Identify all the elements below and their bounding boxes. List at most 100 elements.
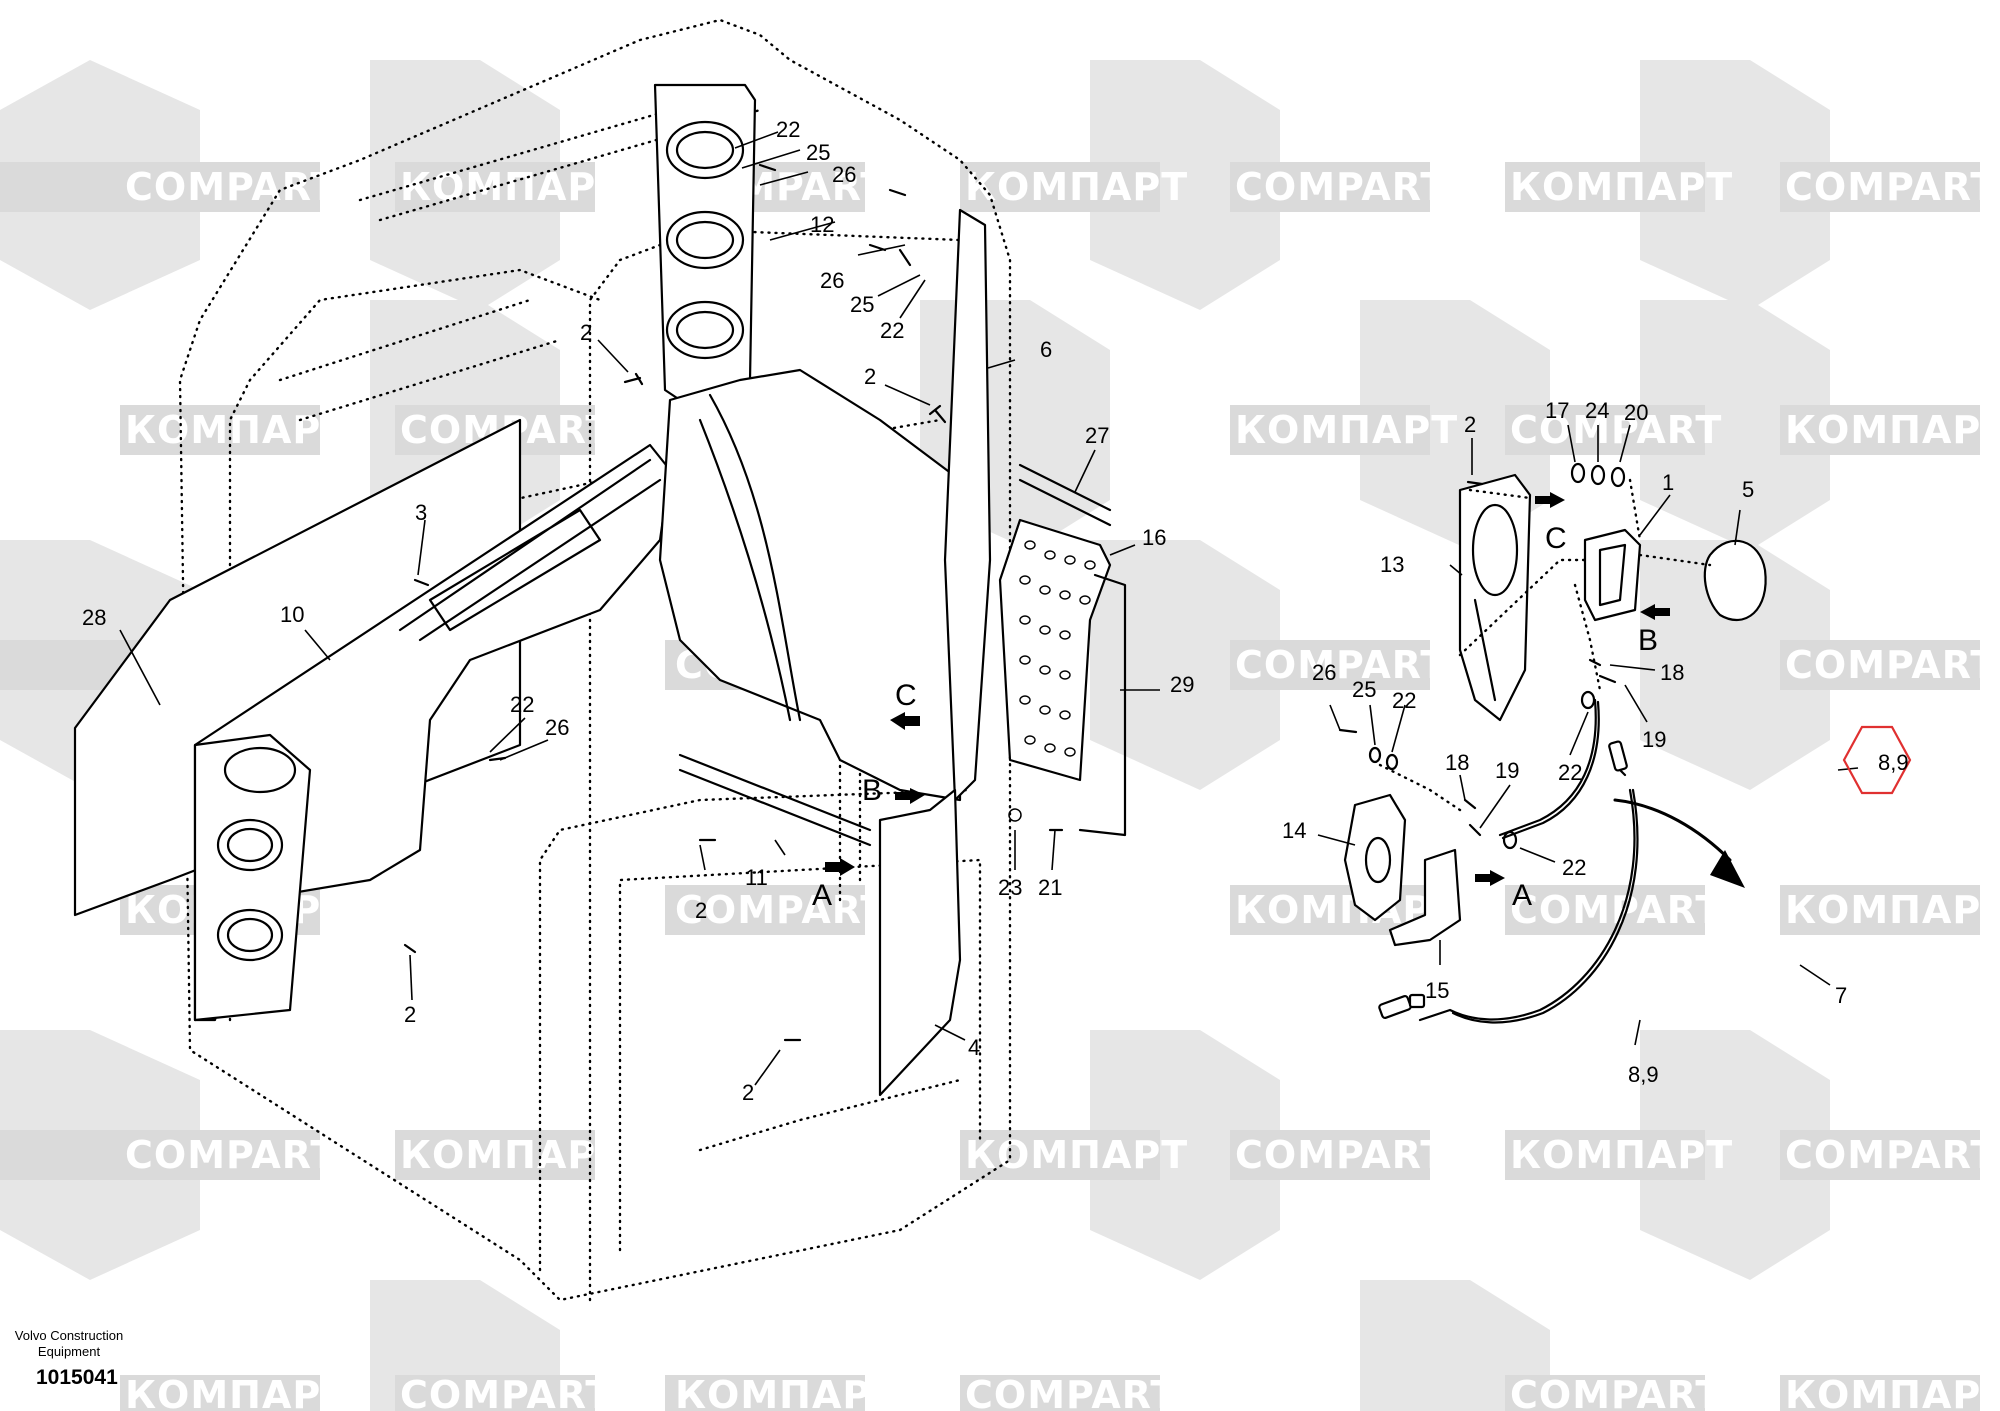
callout-6[interactable]: 6 [1040,337,1052,362]
callout-28[interactable]: 28 [82,605,106,630]
arrow-c-left-icon [890,712,920,730]
callout-25[interactable]: 25 [850,292,874,317]
callout-2[interactable]: 2 [1464,412,1476,437]
callout-21[interactable]: 21 [1038,875,1062,900]
watermark-word: КОМПАРТ [1785,408,2000,452]
callout-11[interactable]: 11 [745,865,768,890]
callout-2[interactable]: 2 [404,1002,416,1027]
watermark-word: КОМПАРТ [965,165,1188,209]
callout-25[interactable]: 25 [806,140,830,165]
callout-26[interactable]: 26 [1312,660,1336,685]
vent-ring [665,300,745,360]
watermark-word: КОМПАРТ [1785,888,2000,932]
callout-4[interactable]: 4 [968,1035,980,1060]
company-name-line1: Volvo Construction [14,1328,124,1343]
watermark-word: COMPART [675,888,887,932]
callout-2[interactable]: 2 [695,898,707,923]
callout-19[interactable]: 19 [1495,758,1519,783]
watermark-word: КОМПАРТ [965,1133,1188,1177]
watermark-word: COMPART [1785,643,1997,687]
callout-14[interactable]: 14 [1282,818,1306,843]
view-letter-a: A [1512,879,1532,912]
callout-26[interactable]: 26 [820,268,844,293]
callout-2[interactable]: 2 [580,320,592,345]
view-letter-c: C [895,679,917,712]
callout-13[interactable]: 13 [1380,552,1404,577]
callout-2[interactable]: 2 [864,364,876,389]
lower-panel-4 [878,788,962,1097]
callout-5[interactable]: 5 [1742,477,1754,502]
view-letter-c: C [1545,522,1567,555]
lock-body-1 [1583,528,1642,622]
callout-12[interactable]: 12 [810,212,834,237]
vent-ring [665,210,745,270]
callout-8-9-highlighted[interactable]: 8,9 [1878,750,1909,775]
callout-24[interactable]: 24 [1585,398,1609,423]
watermark-word: КОМПАРТ [1510,165,1733,209]
callout-8-9[interactable]: 8,9 [1628,1062,1659,1087]
callout-26[interactable]: 26 [545,715,569,740]
cable-end-bottom [1378,995,1412,1019]
vent-ring [665,120,745,180]
drawing-number: 1015041 [36,1366,118,1389]
strip-27 [1018,463,1112,527]
perforated-panel-16 [998,518,1112,782]
knob-5 [1703,539,1767,621]
callout-20[interactable]: 20 [1624,400,1648,425]
arrow-a-left-icon [825,858,855,876]
callout-18[interactable]: 18 [1445,750,1469,775]
watermark-word: COMPART [1510,888,1722,932]
watermark-word: КОМПАРТ [675,1373,898,1411]
view-letter-a: A [812,879,832,912]
callout-27[interactable]: 27 [1085,423,1109,448]
highlight-hexagon[interactable] [1842,725,1912,795]
watermark-word: КОМПАРТ [125,408,348,452]
callout-19[interactable]: 19 [1642,727,1666,752]
bracket-plate-13 [1458,473,1532,722]
watermark-word: КОМПАРТ [1235,408,1458,452]
view-arrows: C B A C B A [812,492,1670,912]
watermark-word: КОМПАРТ [400,1133,623,1177]
arrow-b-left-icon [895,788,925,804]
callout-29[interactable]: 29 [1170,672,1194,697]
cable-small [1498,698,1597,837]
mounting-bracket-15 [1388,848,1462,947]
callout-23[interactable]: 23 [998,875,1022,900]
callout-10[interactable]: 10 [280,602,304,627]
watermark-word: COMPART [1235,1133,1447,1177]
callout-22[interactable]: 22 [1392,688,1416,713]
leader-lines [119,131,1859,1086]
callout-22[interactable]: 22 [880,318,904,343]
watermark-word: COMPART [125,1133,337,1177]
callout-17[interactable]: 17 [1545,398,1569,423]
panel-28 [73,418,522,917]
callout-numbers: 22 25 26 12 26 25 22 2 2 6 27 16 29 3 28… [82,117,1909,1105]
bolts [403,163,1064,1042]
door-handle-parts [1338,462,1767,1024]
view-letter-b: B [862,774,882,807]
latch-14 [1343,793,1407,922]
watermark-word: КОМПАРТ [1510,1133,1733,1177]
callout-22[interactable]: 22 [1558,760,1582,785]
callout-1[interactable]: 1 [1662,470,1674,495]
center-trim-panel [658,368,962,802]
callout-22[interactable]: 22 [510,692,534,717]
watermark-word: COMPART [1235,643,1447,687]
callout-18[interactable]: 18 [1660,660,1684,685]
watermark-word: COMPART [125,165,337,209]
callout-22[interactable]: 22 [776,117,800,142]
perforation-holes [1019,540,1096,757]
callout-22[interactable]: 22 [1562,855,1586,880]
arrow-a-right-icon [1475,870,1505,886]
callout-26[interactable]: 26 [832,162,856,187]
callout-16[interactable]: 16 [1142,525,1166,550]
watermark-word: COMPART [1785,1133,1997,1177]
callout-15[interactable]: 15 [1425,978,1449,1003]
watermark-word: КОМПАРТ [400,165,623,209]
callout-25[interactable]: 25 [1352,677,1376,702]
callout-2[interactable]: 2 [742,1080,754,1105]
left-panels [73,83,1127,1097]
callout-3[interactable]: 3 [415,500,427,525]
callout-7[interactable]: 7 [1835,983,1847,1008]
